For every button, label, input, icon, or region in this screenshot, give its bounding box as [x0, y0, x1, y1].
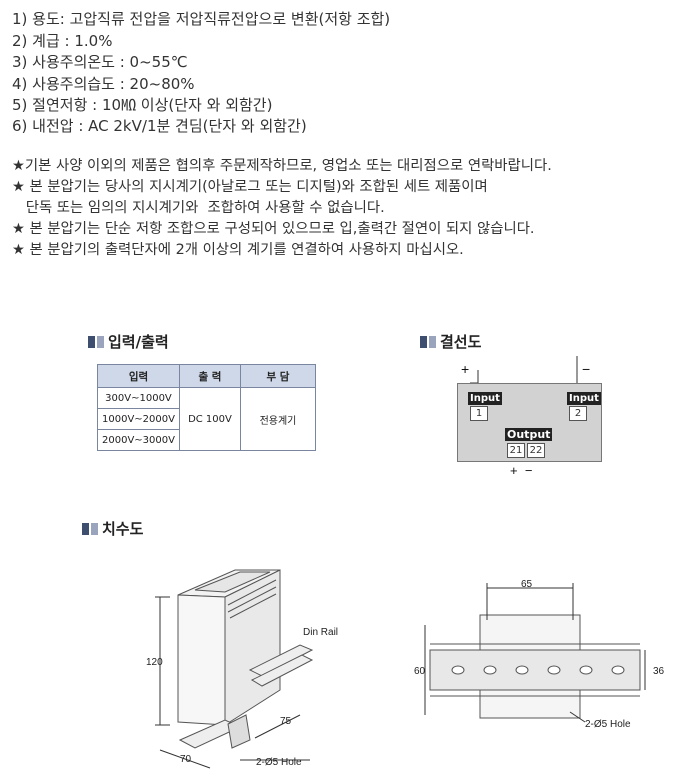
dim-section-title: 치수도	[82, 518, 143, 539]
input-tag: Input	[567, 392, 601, 405]
hole-label-right: 2-Ø5 Hole	[585, 719, 631, 730]
input-terminal-2: 2	[569, 406, 587, 421]
plus-sign: +	[461, 361, 470, 377]
spec-line: 1) 용도: 고압직류 전압을 저압직류전압으로 변환(저항 조합)	[12, 10, 391, 28]
io-section-title: 입력/출력	[88, 331, 169, 352]
spec-line: 3) 사용주의온도 : 0~55℃	[12, 53, 188, 71]
input-range: 2000V~3000V	[97, 429, 180, 451]
col-header-input: 입력	[97, 364, 180, 388]
output-terminal-21: 21	[507, 443, 525, 458]
input-terminal-1: 1	[470, 406, 488, 421]
table-row: 300V~1000V DC 100V 전용계기	[97, 387, 316, 451]
table-row: 2000V~3000V	[97, 429, 316, 451]
note-line: ★ 본 분압기의 출력단자에 2개 이상의 계기를 연결하여 사용하지 마십시오…	[12, 242, 464, 258]
input-tag: Input	[468, 392, 502, 405]
section-bullet-icon	[88, 335, 104, 348]
spec-line: 5) 절연저항 : 10㏁ 이상(단자 와 외함간)	[12, 96, 273, 114]
spec-line: 2) 계급 : 1.0%	[12, 32, 113, 50]
note-line: ★ 본 분압기는 당사의 지시계기(아날로그 또는 디지털)와 조합된 세트 제…	[12, 179, 488, 195]
section-bullet-icon	[420, 335, 436, 348]
dim-height-60: 60	[414, 666, 426, 677]
note-line: ★ 본 분압기는 단순 저항 조합으로 구성되어 있으므로 입,출력간 절연이 …	[12, 221, 535, 237]
col-header-burden: 부 담	[239, 364, 316, 388]
output-terminal-22: 22	[527, 443, 545, 458]
spec-line: 4) 사용주의습도 : 20~80%	[12, 75, 195, 93]
io-table: 입력 출 력 부 담 300V~1000V DC 100V 전용계기 1000V…	[97, 364, 316, 451]
wiring-section-title: 결선도	[420, 331, 481, 352]
dim-rail-36: 36	[653, 666, 665, 677]
hole-label-left: 2-Ø5 Hole	[256, 757, 302, 768]
col-header-output: 출 력	[178, 364, 241, 388]
section-bullet-icon	[82, 522, 98, 535]
note-line: ★기본 사양 이외의 제품은 협의후 주문제작하므로, 영업소 또는 대리점으로…	[12, 158, 552, 174]
dim-height-120: 120	[146, 657, 163, 668]
note-line: 단독 또는 임의의 지시계기와 조합하여 사용할 수 없습니다.	[12, 200, 385, 216]
minus-sign: −	[582, 361, 591, 377]
dim-width-70: 70	[180, 754, 192, 765]
table-header-row: 입력 출 력 부 담	[97, 364, 316, 388]
burden-value: 전용계기	[239, 387, 316, 451]
din-rail-label: Din Rail	[303, 627, 339, 638]
dim-width-65: 65	[521, 579, 533, 590]
output-value: DC 100V	[178, 387, 241, 451]
spec-line: 6) 내전압 : AC 2kV/1분 견딤(단자 와 외함간)	[12, 117, 307, 135]
dim-depth-75: 75	[280, 716, 292, 727]
output-polarity: + −	[510, 463, 533, 478]
output-tag: Output	[505, 428, 553, 441]
